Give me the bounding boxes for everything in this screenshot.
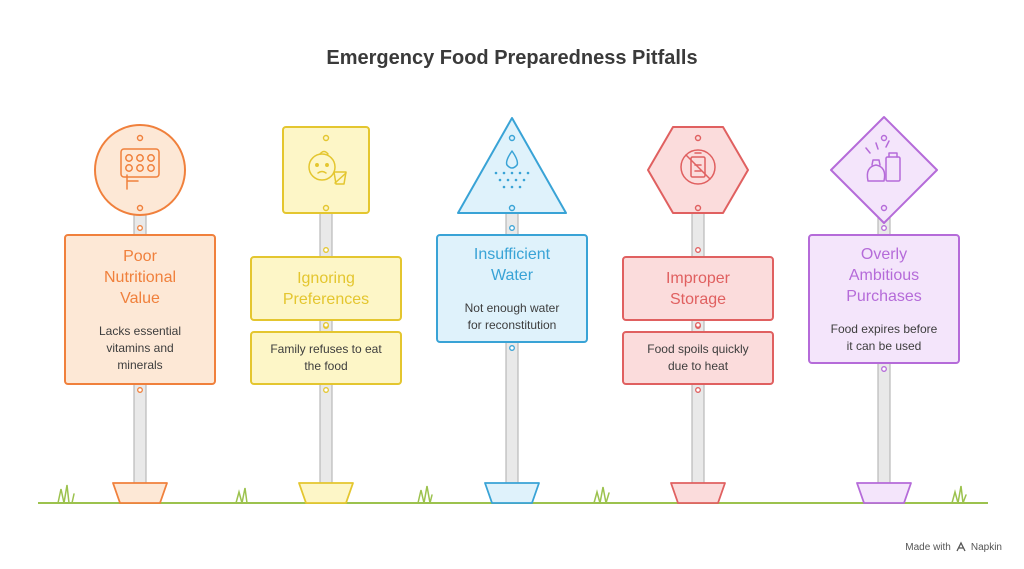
nutrition-pills-icon bbox=[120, 148, 160, 190]
sign-poor-nutritional-value bbox=[94, 124, 186, 504]
bolt-dot bbox=[508, 134, 516, 142]
sign-heading-line: Overly bbox=[860, 245, 908, 263]
panel-bolt bbox=[695, 387, 701, 393]
no-storage-icon bbox=[680, 149, 716, 185]
panel-bolt bbox=[323, 387, 329, 393]
napkin-brand-text: Napkin bbox=[970, 541, 1002, 553]
bolt-dot bbox=[136, 134, 144, 142]
panel-bolt bbox=[509, 225, 515, 231]
baby-refusing-food-icon bbox=[308, 150, 347, 185]
hexagon-sign bbox=[647, 126, 749, 214]
sign-base bbox=[856, 482, 912, 504]
sign-description-line: minerals bbox=[117, 357, 163, 372]
panel-bolt bbox=[695, 322, 701, 328]
sign-heading-line: Nutritional bbox=[103, 268, 177, 286]
bolt-dot bbox=[322, 134, 330, 142]
panel-bolt bbox=[881, 225, 887, 231]
panel-bolt bbox=[323, 247, 329, 253]
sign-improper-storage bbox=[647, 126, 749, 504]
sign-base bbox=[670, 482, 726, 504]
description-panel: Food spoils quickly due to heat bbox=[622, 331, 774, 385]
sign-description-line: due to heat bbox=[667, 359, 729, 373]
sign-description-line: Not enough water bbox=[464, 300, 560, 315]
diagram-title: Emergency Food Preparedness Pitfalls bbox=[326, 47, 698, 69]
panel-bolt bbox=[881, 366, 887, 372]
square-sign bbox=[282, 126, 370, 214]
sign-description-line: vitamins and bbox=[106, 340, 174, 355]
sign-heading-line: Ignoring bbox=[297, 269, 355, 287]
sign-description-line: the food bbox=[304, 359, 348, 373]
sign-heading-line: Poor bbox=[123, 247, 157, 265]
sign-description-line: Food expires before bbox=[830, 321, 938, 336]
sign-heading-line: Purchases bbox=[846, 287, 922, 305]
description-panel: Family refuses to eat the food bbox=[250, 331, 402, 385]
panel-bolt bbox=[695, 247, 701, 253]
sign-description-line: Food spoils quickly bbox=[647, 342, 749, 356]
bolt-dot bbox=[694, 204, 702, 212]
made-with-text: Made with bbox=[905, 541, 951, 553]
water-drop-icon bbox=[494, 150, 530, 189]
grass-decoration bbox=[57, 484, 967, 504]
sign-description-line: it can be used bbox=[846, 338, 922, 353]
bolt-dot bbox=[880, 204, 888, 212]
bolt-dot bbox=[508, 204, 516, 212]
shopping-bags-icon bbox=[865, 140, 901, 182]
bolt-dot bbox=[880, 134, 888, 142]
circle-sign bbox=[94, 124, 186, 216]
bolt-dot bbox=[322, 204, 330, 212]
panel-bolt bbox=[137, 387, 143, 393]
sign-heading-line: Preferences bbox=[282, 290, 370, 308]
bolt-dot bbox=[694, 134, 702, 142]
sign-description-line: for reconstitution bbox=[467, 317, 557, 332]
triangle-sign bbox=[457, 117, 567, 214]
panel-bolt bbox=[137, 225, 143, 231]
sign-heading-line: Value bbox=[120, 289, 160, 307]
napkin-logo-icon bbox=[956, 541, 966, 552]
bolt-dot bbox=[136, 204, 144, 212]
panel-bolt bbox=[509, 345, 515, 351]
sign-description-line: Family refuses to eat bbox=[270, 342, 382, 356]
sign-heading-line: Ambitious bbox=[848, 266, 920, 284]
panel-bolt bbox=[323, 322, 329, 328]
sign-heading-line: Storage bbox=[669, 290, 727, 308]
sign-heading-line: Insufficient bbox=[473, 245, 551, 263]
sign-base bbox=[484, 482, 540, 504]
sign-base bbox=[112, 482, 168, 504]
sign-description-line: Lacks essential bbox=[98, 323, 182, 338]
sign-heading-line: Improper bbox=[665, 269, 731, 287]
sign-base bbox=[298, 482, 354, 504]
made-with-napkin-credit[interactable]: Made with Napkin bbox=[905, 541, 1002, 553]
sign-heading-line: Water bbox=[490, 266, 534, 284]
